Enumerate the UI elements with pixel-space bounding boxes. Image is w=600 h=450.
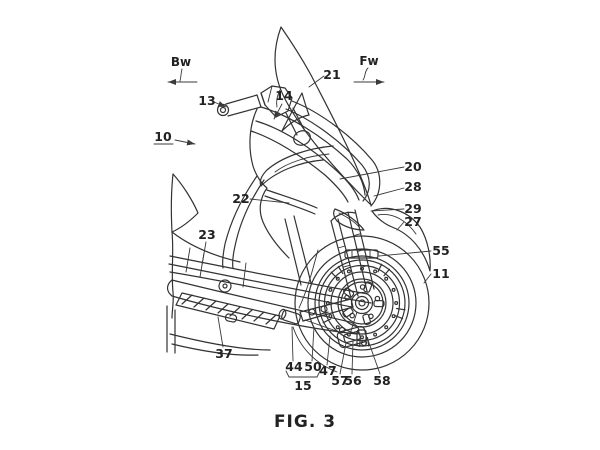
ref-21-label: 21 (323, 67, 340, 82)
ref-27-label: 27 (404, 214, 421, 229)
disc-holes (325, 266, 399, 340)
ref-28-label: 28 (404, 179, 421, 194)
axle-arm (278, 298, 354, 334)
ref-44-label: 44 (285, 359, 303, 374)
brake-caliper (336, 311, 368, 349)
ref-37-label: 37 (215, 346, 232, 361)
ref-13-label: 13 (198, 93, 215, 108)
brake-disc (323, 264, 401, 342)
tire-sidewall (307, 248, 417, 358)
direction-arrows (167, 67, 385, 85)
ref-47-label: 47 (319, 363, 336, 378)
tire-outer (294, 235, 430, 371)
reference-numerals: Bw Fw 10 13 14 21 20 28 29 27 55 11 22 2… (154, 54, 449, 432)
ref-50-label: 50 (304, 359, 322, 374)
ref-15-label: 15 (294, 378, 311, 393)
leader-lines (153, 75, 432, 378)
ref-20-label: 20 (404, 159, 422, 174)
body-cut-silhouette (170, 173, 199, 319)
ref-22-label: 22 (232, 191, 249, 206)
ref-23-label: 23 (198, 227, 215, 242)
forward-direction-label: Fw (359, 54, 378, 68)
ref-29-label: 29 (404, 201, 421, 216)
figure-caption: FIG. 3 (274, 412, 336, 432)
ref-56-label: 56 (344, 373, 362, 388)
front-wheel (278, 235, 430, 373)
ref-11-label: 11 (432, 266, 449, 281)
ref-58-label: 58 (373, 373, 390, 388)
wheel-spokes (319, 263, 406, 347)
handlebar-assembly (216, 85, 311, 146)
front-cowl-panels (249, 100, 381, 259)
ref-10-label: 10 (154, 129, 172, 144)
backward-direction-label: Bw (171, 55, 191, 69)
ref-55-label: 55 (432, 243, 449, 258)
ref-57-label: 57 (331, 373, 348, 388)
group-15-bracket (285, 370, 321, 378)
windscreen-outline (274, 26, 372, 206)
ref-14-label: 14 (275, 88, 293, 103)
